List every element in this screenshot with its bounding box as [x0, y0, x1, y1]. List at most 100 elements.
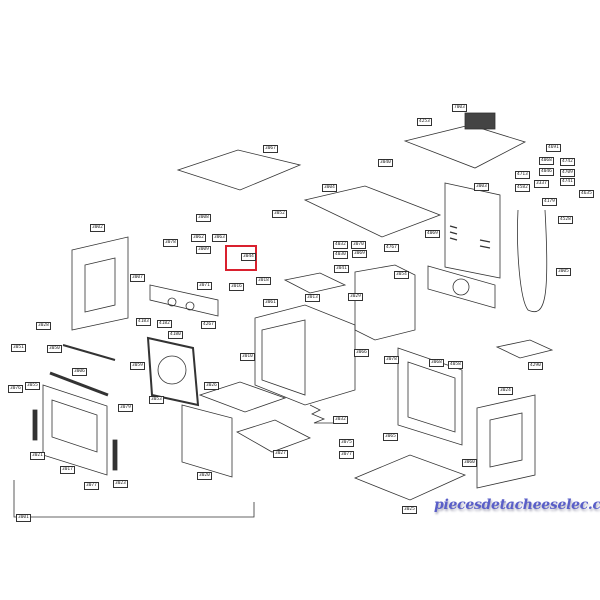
part-label: 3010 — [240, 353, 255, 361]
part-label: 4069 — [425, 230, 440, 238]
part-label: 3009 — [196, 246, 211, 254]
part-label: 3032 — [333, 416, 348, 424]
fan-hood — [403, 112, 527, 169]
part-label: 3020 — [197, 472, 212, 480]
part-label: 3075 — [339, 439, 354, 447]
control-board — [427, 265, 496, 309]
assembly-bracket — [13, 480, 255, 518]
part-label: 4253 — [417, 118, 432, 126]
part-label: 3001 — [16, 514, 31, 522]
part-label: 3040 — [378, 159, 393, 167]
part-label: 4709 — [560, 169, 575, 177]
door-bar — [49, 344, 116, 397]
part-label: 3027 — [273, 450, 288, 458]
accessory-grid — [495, 339, 554, 359]
part-label: 3023 — [113, 480, 128, 488]
part-label: 4267 — [201, 321, 216, 329]
part-label: 3055 — [25, 382, 40, 390]
part-label: 3076 — [8, 385, 23, 393]
part-label: 4068 — [539, 157, 554, 165]
part-label: 3070 — [351, 241, 366, 249]
part-label: 3069 — [352, 250, 367, 258]
part-label: 3067 — [263, 145, 278, 153]
top-panel — [176, 149, 302, 191]
baking-tray — [236, 419, 311, 453]
part-label: 3005 — [556, 268, 571, 276]
part-label: 4183 — [136, 318, 151, 326]
rear-fan-cover — [146, 336, 200, 407]
part-label: 3003 — [474, 183, 489, 191]
part-label: 4180 — [168, 331, 183, 339]
part-label: 4179 — [542, 198, 557, 206]
part-label: 3077 — [84, 482, 99, 490]
part-label: 3050 — [47, 345, 62, 353]
part-label: 4030 — [333, 251, 348, 259]
door-hinges — [32, 409, 118, 471]
part-label: 3028 — [36, 322, 51, 330]
part-label: 4767 — [384, 244, 399, 252]
part-label: 4691 — [546, 144, 561, 152]
bottom-frame — [353, 454, 467, 501]
control-panel-fascia — [149, 284, 219, 317]
part-label: 3337 — [534, 180, 549, 188]
glass-panel — [181, 404, 233, 478]
part-label: 3060 — [462, 459, 477, 467]
left-side-panel — [71, 236, 129, 331]
part-label: 4528 — [558, 216, 573, 224]
part-label: 3006 — [72, 368, 87, 376]
part-label: 3016 — [229, 283, 244, 291]
part-label: 3007 — [130, 274, 145, 282]
part-label: 3018 — [256, 277, 271, 285]
part-label: 3054 — [394, 271, 409, 279]
part-label: 3053 — [149, 396, 164, 404]
oven-cavity — [254, 304, 356, 406]
part-label: 3013 — [305, 294, 320, 302]
part-label: 3059 — [130, 362, 145, 370]
part-label: 3021 — [30, 452, 45, 460]
part-label: 3002 — [90, 224, 105, 232]
part-label: 3004 — [322, 184, 337, 192]
wire-shelf — [198, 381, 287, 413]
part-label: 4032 — [333, 241, 348, 249]
part-label: 3025 — [402, 506, 417, 514]
part-label: 4182 — [157, 320, 172, 328]
part-label: 3079 — [118, 404, 133, 412]
part-label: 3051 — [11, 344, 26, 352]
back-cover-panel — [444, 182, 501, 279]
part-label: 4741 — [560, 178, 575, 186]
grill-element — [309, 404, 339, 424]
outer-door-glass — [42, 384, 108, 476]
right-side-panel — [476, 394, 536, 489]
part-label: 3041 — [334, 265, 349, 273]
part-label: 4058 — [448, 361, 463, 369]
part-label: 4290 — [528, 362, 543, 370]
part-label: 3066 — [354, 349, 369, 357]
part-label: 4635 — [579, 190, 594, 198]
part-label: 3078 — [384, 356, 399, 364]
part-label: 3029 — [348, 293, 363, 301]
cavity-rear-frame — [354, 264, 416, 341]
part-label: 3008 — [196, 214, 211, 222]
part-label: 7003 — [452, 104, 467, 112]
part-label: 3068 — [429, 359, 444, 367]
part-label: 4582 — [515, 184, 530, 192]
part-label: 3062 — [191, 234, 206, 242]
highlighted-part-box — [225, 245, 257, 271]
power-cable — [517, 209, 548, 313]
part-label: 4742 — [560, 158, 575, 166]
oven-roof — [303, 185, 442, 238]
part-label: 3071 — [197, 282, 212, 290]
part-label: 3024 — [498, 387, 513, 395]
part-label: 3077 — [339, 451, 354, 459]
part-label: 3061 — [263, 299, 278, 307]
part-label: 4046 — [539, 168, 554, 176]
part-label: 3044 — [241, 253, 256, 261]
part-label: 3026 — [204, 382, 219, 390]
part-label: 3052 — [272, 210, 287, 218]
watermark: piecesdetacheeselec.com — [434, 497, 600, 513]
part-label: 4713 — [515, 171, 530, 179]
part-label: 3017 — [60, 466, 75, 474]
part-label: 3065 — [383, 433, 398, 441]
part-label: 3063 — [212, 234, 227, 242]
